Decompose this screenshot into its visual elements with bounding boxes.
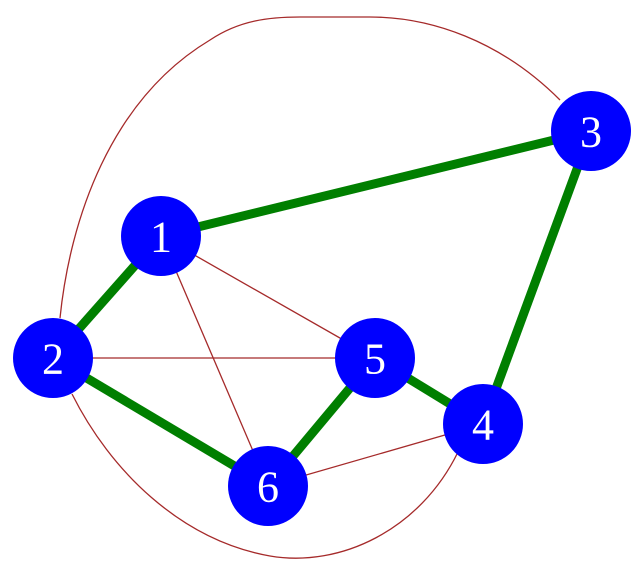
edge-2-3 bbox=[59, 16, 561, 319]
node-1: 1 bbox=[121, 196, 201, 276]
edge-3-4-highlighted bbox=[478, 129, 596, 426]
node-circle-6 bbox=[228, 446, 308, 526]
edge-1-3-highlighted bbox=[159, 126, 593, 241]
node-circle-1 bbox=[121, 196, 201, 276]
node-label-2: 2 bbox=[42, 335, 64, 384]
node-circle-3 bbox=[551, 91, 631, 171]
edge-1-6 bbox=[160, 235, 269, 487]
node-circle-4 bbox=[443, 384, 523, 464]
node-circle-2 bbox=[13, 318, 93, 398]
edge-2-6-highlighted bbox=[50, 354, 271, 490]
node-2: 2 bbox=[13, 318, 93, 398]
edge-1-5 bbox=[160, 235, 376, 359]
edge-layer bbox=[49, 16, 596, 559]
node-label-6: 6 bbox=[257, 463, 279, 512]
node-6: 6 bbox=[228, 446, 308, 526]
node-label-3: 3 bbox=[580, 108, 602, 157]
node-layer: 1 2 3 4 5 6 bbox=[13, 91, 631, 526]
node-circle-5 bbox=[335, 318, 415, 398]
node-label-1: 1 bbox=[150, 213, 172, 262]
node-5: 5 bbox=[335, 318, 415, 398]
node-label-5: 5 bbox=[364, 335, 386, 384]
node-label-4: 4 bbox=[472, 401, 494, 450]
node-3: 3 bbox=[551, 91, 631, 171]
edge-2-4 bbox=[71, 393, 459, 559]
node-4: 4 bbox=[443, 384, 523, 464]
